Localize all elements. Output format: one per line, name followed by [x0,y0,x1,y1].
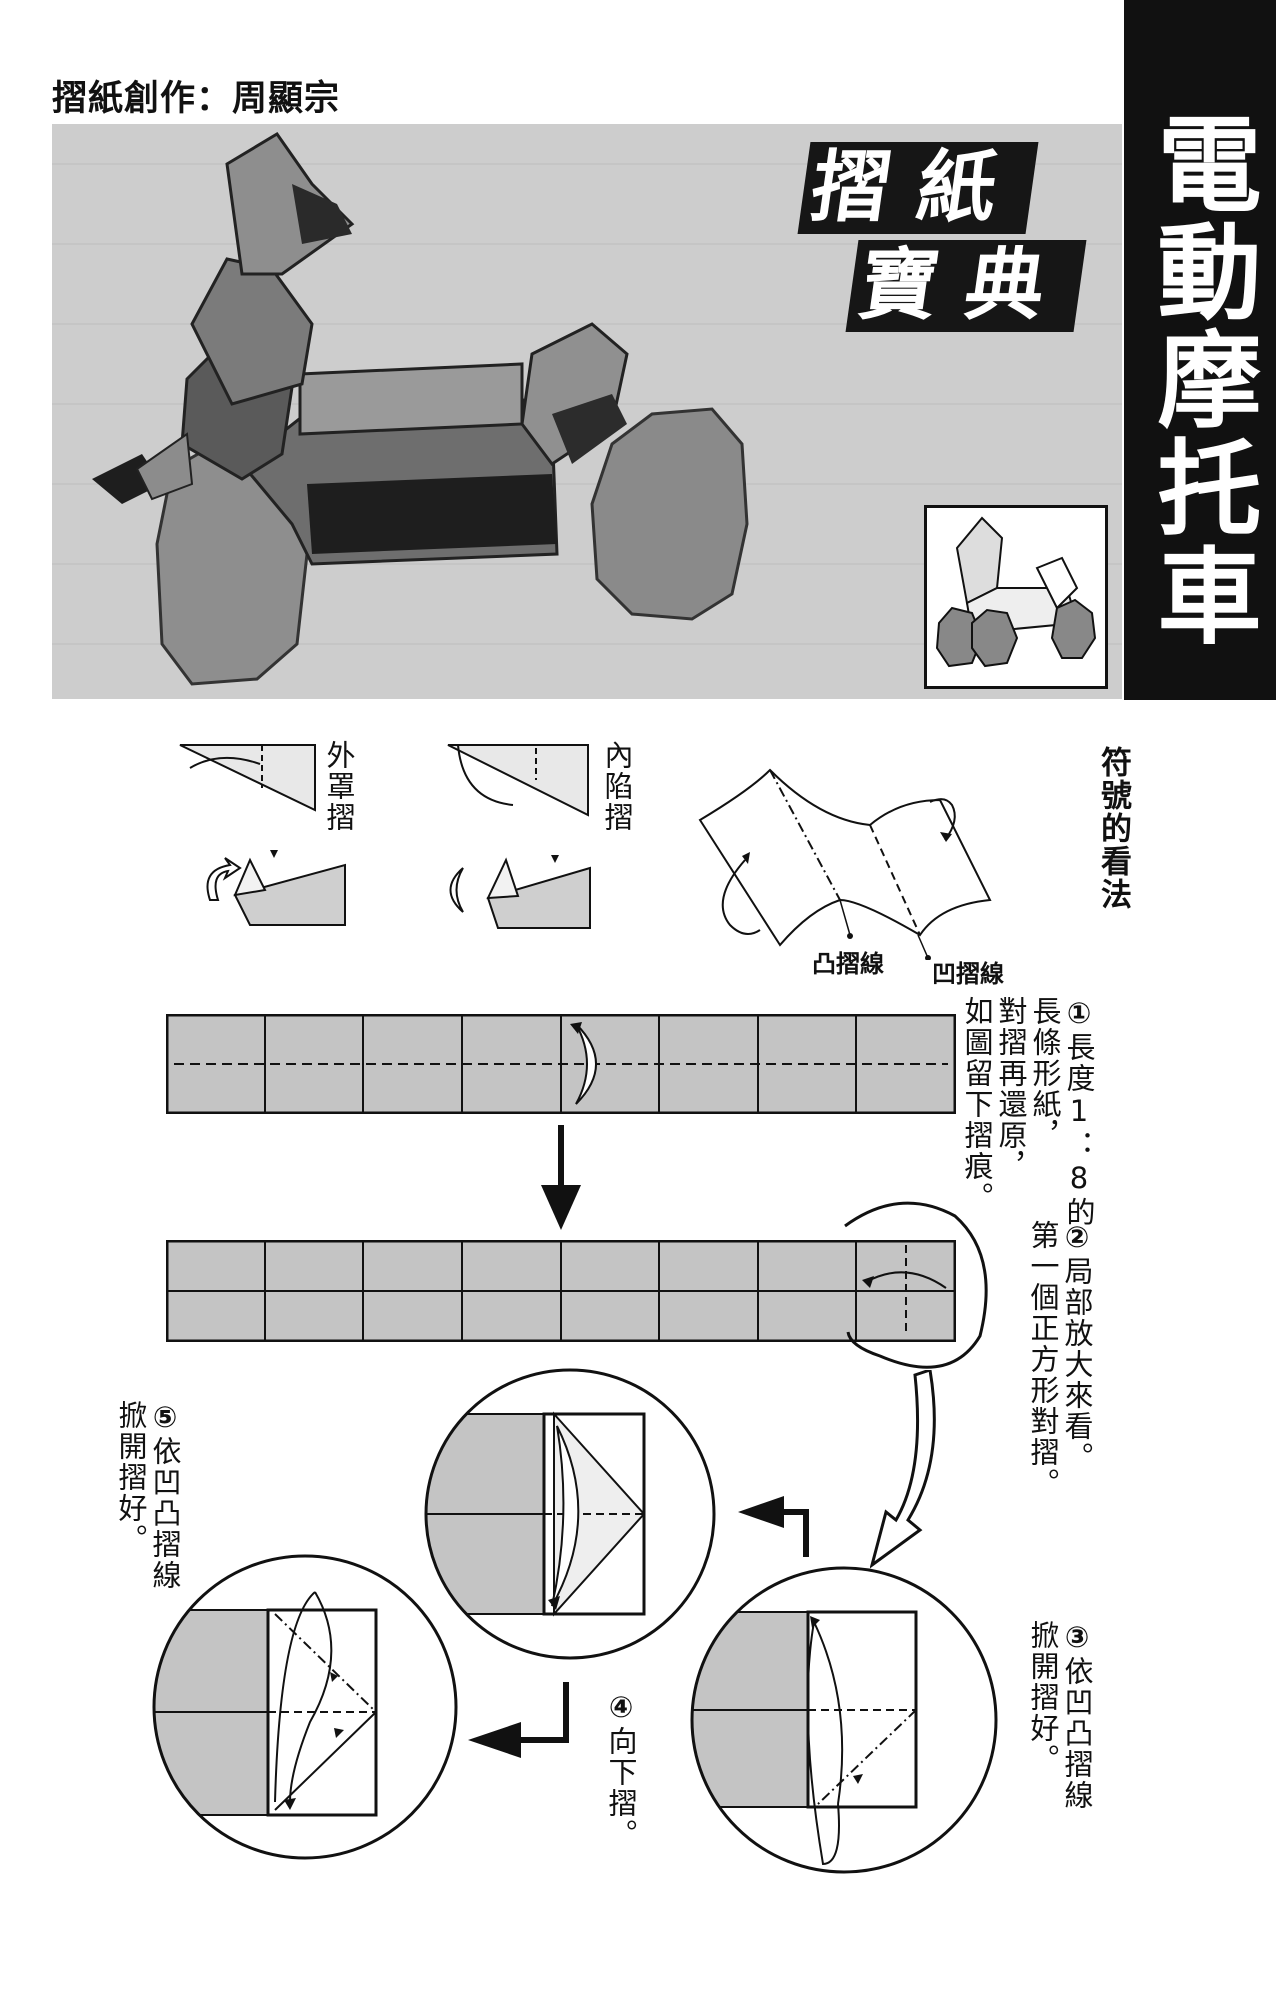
step1-text-col2: 長條形紙， [1028,996,1062,1151]
origami-scooter-photo: 摺紙 寶典 [52,124,1122,699]
step5-number: ⑤ [148,1400,182,1436]
label-valley-fold-line: 凹摺線 [932,960,1004,988]
zoom-circle [840,1196,1000,1396]
title-tag-line2: 寶典 [845,240,1087,332]
step5-text: ⑤依凹凸摺線 掀開摺好。 [114,1400,182,1660]
step3-text-col2: 掀開摺好。 [1026,1620,1060,1775]
step3-diagram [688,1564,1000,1876]
finished-model-thumbnail [924,505,1108,689]
curved-arrow-icon [869,1368,950,1580]
label-outside-reverse-fold: 外罩摺 [322,740,356,833]
step1-text-col1: 長度1：8的 [1062,1032,1096,1228]
step5-text-col2: 掀開摺好。 [114,1400,148,1555]
step4-text: ④向下摺。 [604,1690,638,1890]
step4-text-col1: 向下摺。 [604,1726,638,1850]
step4-number: ④ [604,1690,638,1726]
step1-strip [165,1013,957,1115]
step2-strip [165,1239,957,1343]
author-credit: 摺紙創作：周顯宗 [52,79,341,119]
step2-text-col1: 局部放大來看。 [1060,1256,1094,1473]
title-tag-line1: 摺紙 [797,142,1039,234]
step2-text: ②局部放大來看。 第一個正方形對摺。 [1026,1220,1094,1540]
legend-fold-lines-diagram [690,760,1010,961]
step3-text-col1: 依凹凸摺線 [1060,1656,1094,1811]
side-title-banner: 電動摩托車 [1124,0,1276,700]
page-title: 電動摩托車 [1139,110,1261,650]
step2-text-col2: 第一個正方形對摺。 [1026,1220,1060,1499]
step3-text: ③依凹凸摺線 掀開摺好。 [1026,1620,1094,1920]
arrow-left-icon-step4 [736,1492,816,1562]
step4-diagram [422,1366,718,1662]
step1-text-col4: 如圖留下摺痕。 [960,996,994,1213]
legend-inside-reverse-fold [418,740,598,930]
step2-number: ② [1060,1220,1094,1256]
step1-text-col3: 對摺再還原， [994,996,1028,1182]
label-inside-reverse-fold: 內陷摺 [600,740,634,833]
arrow-down-icon [536,1125,586,1235]
step5-text-col1: 依凹凸摺線 [148,1436,182,1591]
legend-outside-reverse-fold [170,740,370,930]
step1-text: ①長度1：8的 長條形紙， 對摺再還原， 如圖留下摺痕。 [960,996,1096,1296]
step3-number: ③ [1060,1620,1094,1656]
step1-number: ① [1062,996,1096,1032]
label-mountain-fold-line: 凸摺線 [812,950,884,978]
step5-diagram [150,1552,460,1862]
arrow-left-icon-step5 [466,1680,576,1760]
legend-title: 符號的看法 [1095,746,1131,911]
